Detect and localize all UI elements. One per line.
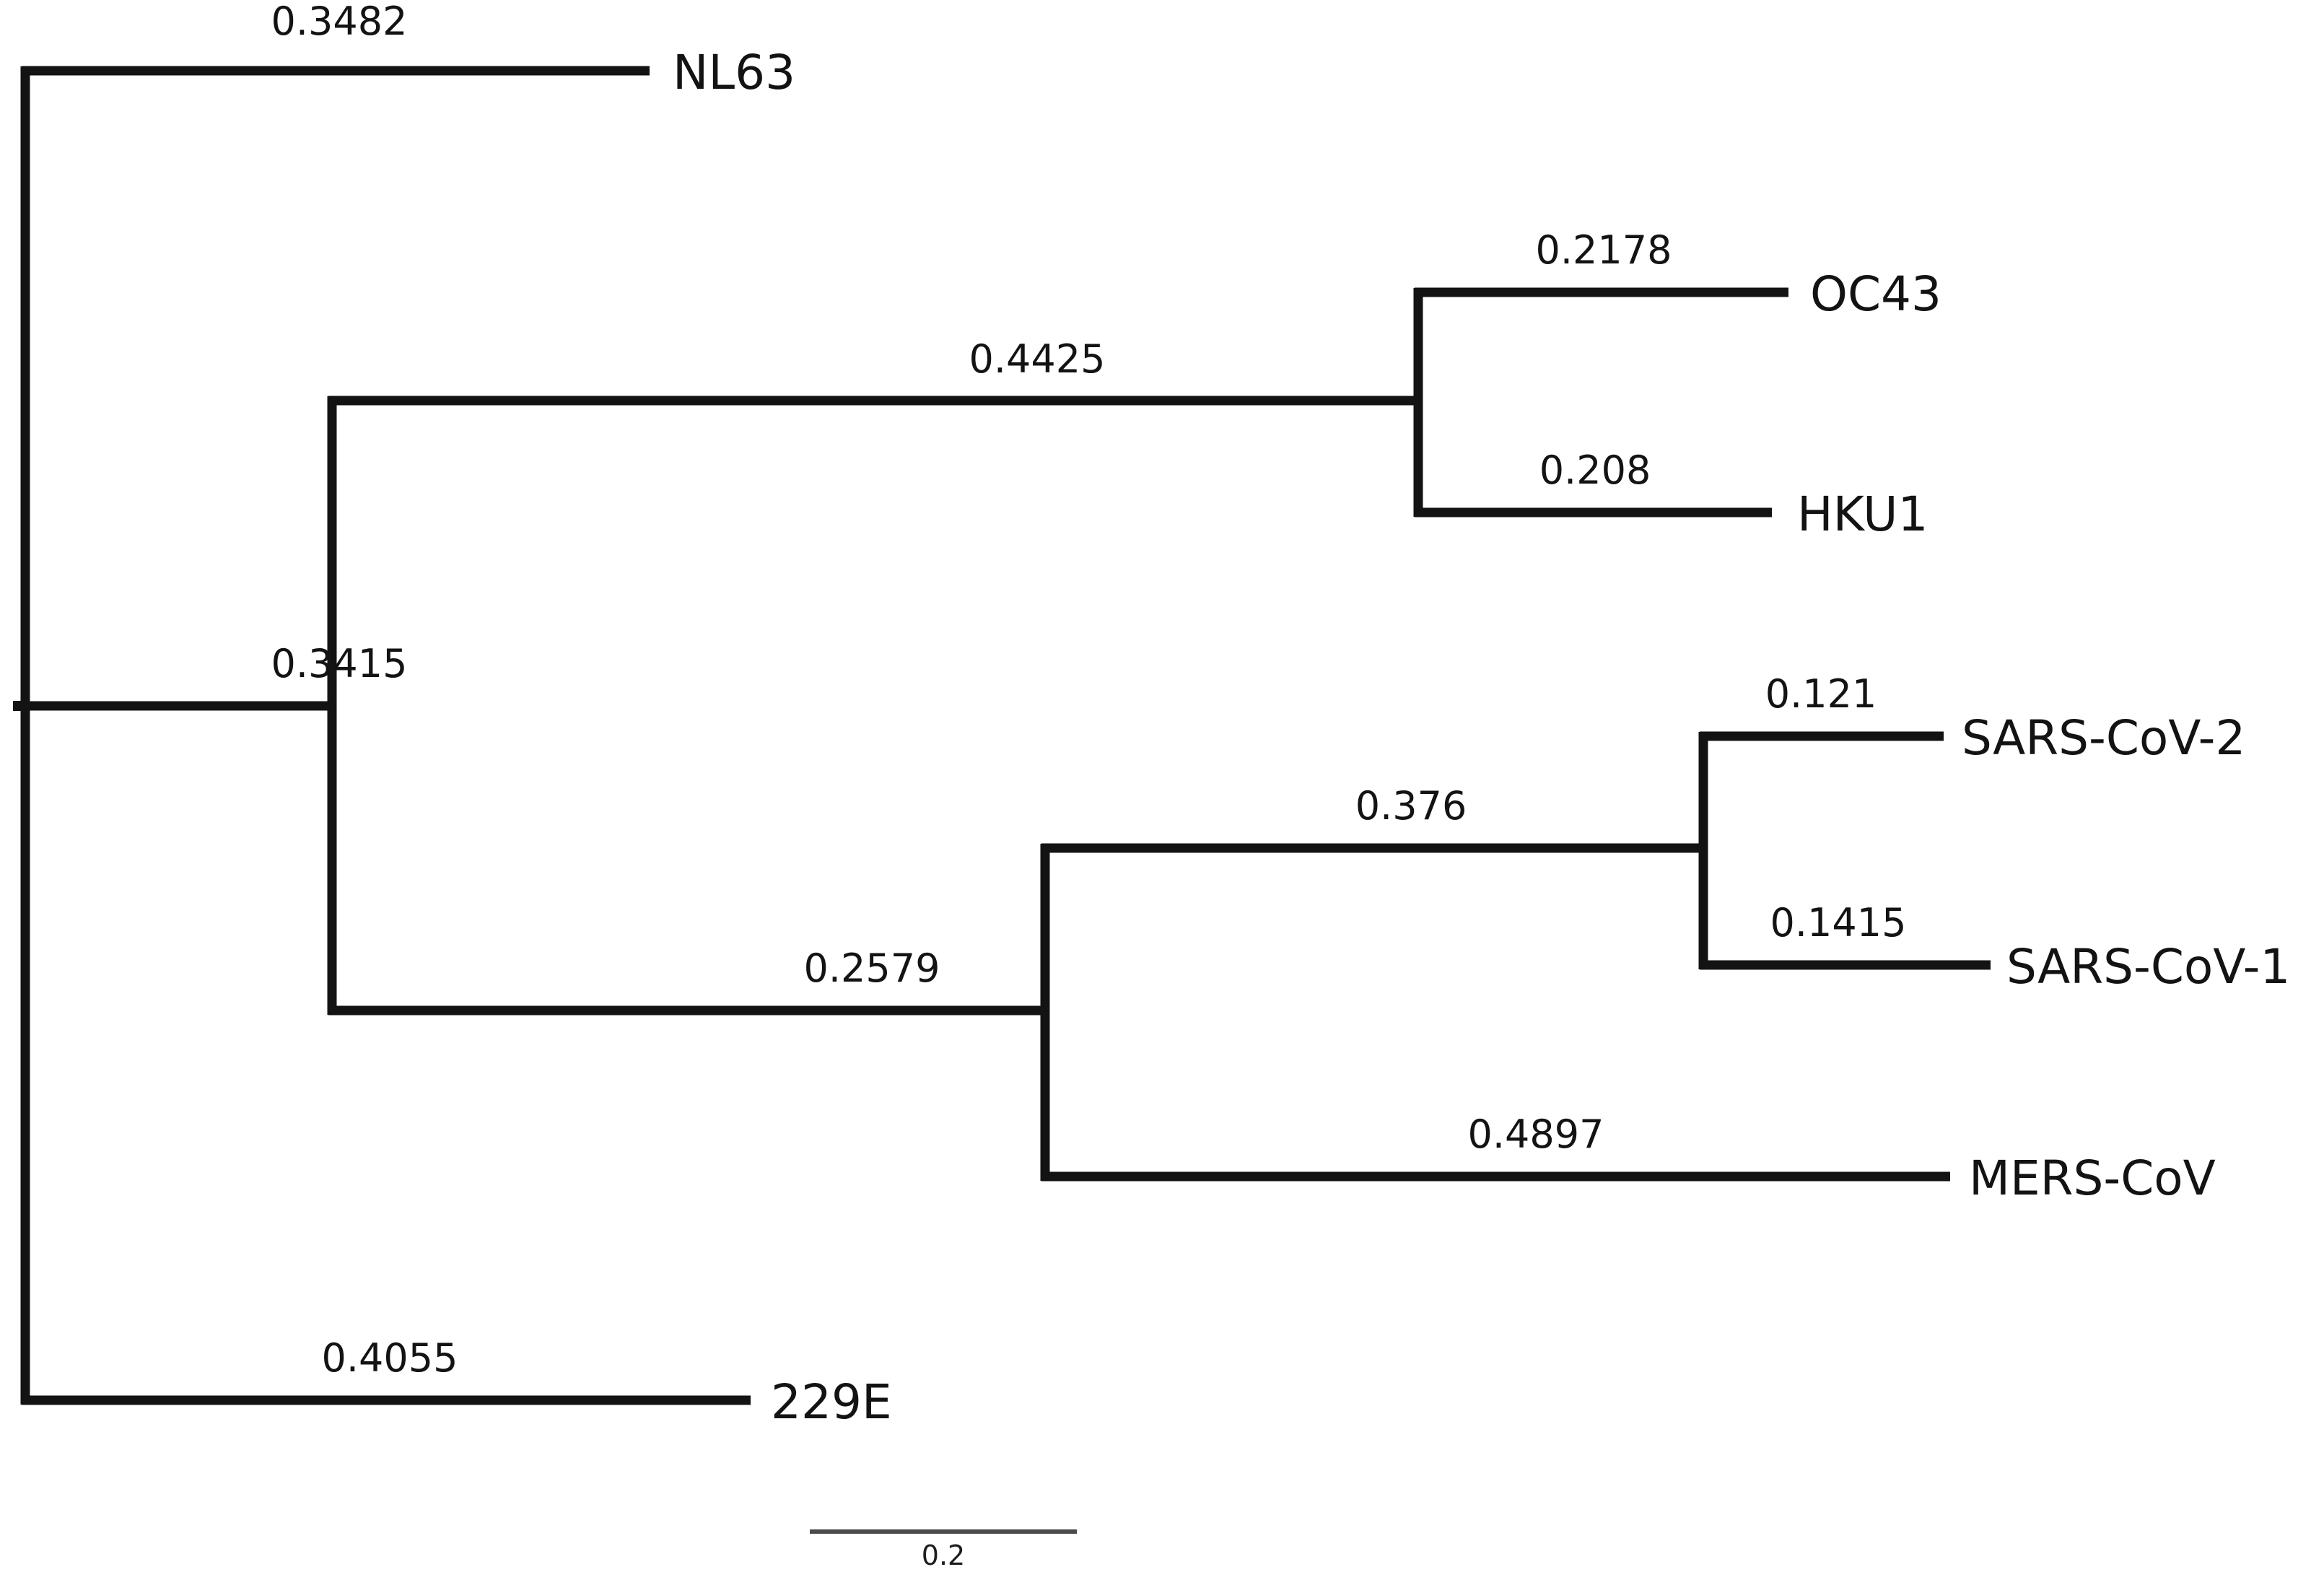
scale-bar-label: 0.2: [922, 1540, 965, 1571]
branch-label-hku1: 0.208: [1539, 447, 1651, 493]
taxon-label-hku1: HKU1: [1797, 486, 1928, 542]
branch-label-sars-cov-1: 0.1415: [1770, 900, 1907, 946]
taxon-label-sars-cov-1: SARS-CoV-1: [2006, 939, 2290, 995]
branch-label-sars-clade: 0.376: [1355, 783, 1467, 829]
branch-label-nl63: 0.3482: [271, 0, 408, 44]
branch-label-beta-clade: 0.3415: [271, 641, 408, 686]
branch-label-oc43: 0.2178: [1536, 227, 1672, 273]
taxon-label-sars-cov-2: SARS-CoV-2: [1962, 710, 2245, 766]
branch-label-mers-cov: 0.4897: [1468, 1112, 1604, 1157]
branch-label-sars-cov-2: 0.121: [1765, 671, 1877, 717]
taxon-label-mers-cov: MERS-CoV: [1969, 1150, 2216, 1206]
branch-label-oc43-hku1-clade: 0.4425: [969, 336, 1106, 382]
branch-label-229e: 0.4055: [322, 1335, 458, 1381]
taxon-label-nl63: NL63: [673, 45, 795, 100]
taxon-label-229e: 229E: [771, 1374, 892, 1430]
branch-label-sarbeco-mers-clade: 0.2579: [804, 946, 940, 991]
taxon-label-oc43: OC43: [1810, 266, 1941, 322]
